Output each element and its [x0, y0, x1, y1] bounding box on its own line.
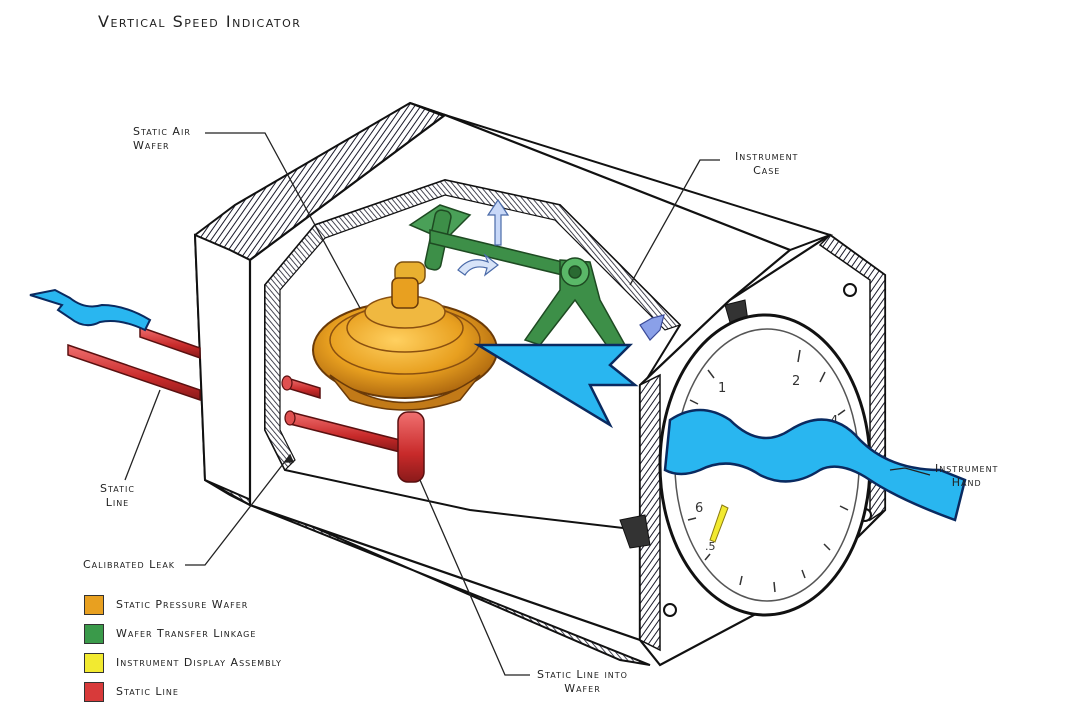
legend-swatch-display	[84, 653, 104, 673]
legend-label: Static Line	[116, 685, 179, 698]
legend-item: Wafer Transfer Linkage	[84, 619, 282, 648]
legend-swatch-static-line	[84, 682, 104, 702]
label-instrument-hand-line1: Instrument	[935, 462, 998, 476]
label-static-line: Static Line	[100, 482, 135, 510]
label-static-air-wafer-line1: Static Air	[133, 125, 191, 139]
legend-swatch-wafer	[84, 595, 104, 615]
label-static-line-into-wafer: Static Line into Wafer	[537, 668, 628, 696]
label-static-line-line1: Static	[100, 482, 135, 496]
legend-item: Static Pressure Wafer	[84, 590, 282, 619]
legend-label: Wafer Transfer Linkage	[116, 627, 256, 640]
legend-label: Static Pressure Wafer	[116, 598, 248, 611]
legend: Static Pressure Wafer Wafer Transfer Lin…	[84, 590, 282, 706]
label-static-line-into-wafer-line2: Wafer	[537, 682, 628, 696]
label-instrument-case-line1: Instrument	[735, 150, 798, 164]
dial-number-1: 1	[718, 381, 726, 396]
label-static-air-wafer-line2: Wafer	[133, 139, 191, 153]
legend-label: Instrument Display Assembly	[116, 656, 282, 669]
legend-item: Instrument Display Assembly	[84, 648, 282, 677]
legend-swatch-linkage	[84, 624, 104, 644]
label-instrument-hand-line2: Hand	[935, 476, 998, 490]
label-static-air-wafer: Static Air Wafer	[133, 125, 191, 153]
label-instrument-case-line2: Case	[735, 164, 798, 178]
label-instrument-hand: Instrument Hand	[935, 462, 998, 490]
label-calibrated-leak: Calibrated Leak	[83, 558, 175, 571]
dial-number-2: 2	[792, 374, 800, 389]
label-static-line-line2: Line	[100, 496, 135, 510]
label-instrument-case: Instrument Case	[735, 150, 798, 178]
diagram-title: Vertical Speed Indicator	[98, 12, 301, 31]
dial-number-4: 6	[695, 501, 703, 516]
label-static-line-into-wafer-line1: Static Line into	[537, 668, 628, 682]
legend-item: Static Line	[84, 677, 282, 706]
